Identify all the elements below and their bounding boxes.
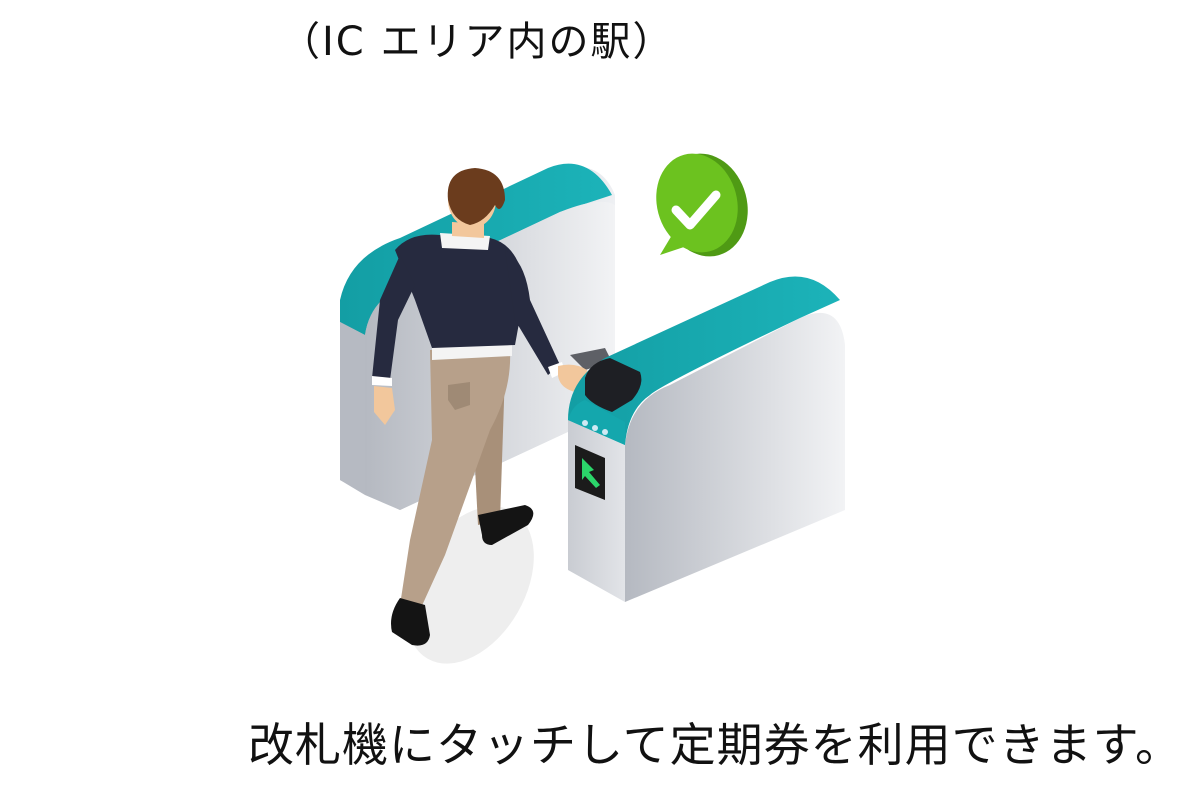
direction-arrow-display <box>575 445 605 500</box>
card-reader <box>585 358 642 412</box>
usage-caption: 改札機にタッチして定期券を利用できます。 <box>248 718 1183 772</box>
person <box>372 168 612 646</box>
check-speech-bubble <box>656 153 748 257</box>
area-caption: （IC エリア内の駅） <box>280 19 675 65</box>
front-shoe <box>391 598 430 646</box>
check-icon <box>671 190 721 230</box>
ticket-gate-front <box>568 276 845 602</box>
back-shoe <box>478 505 534 545</box>
